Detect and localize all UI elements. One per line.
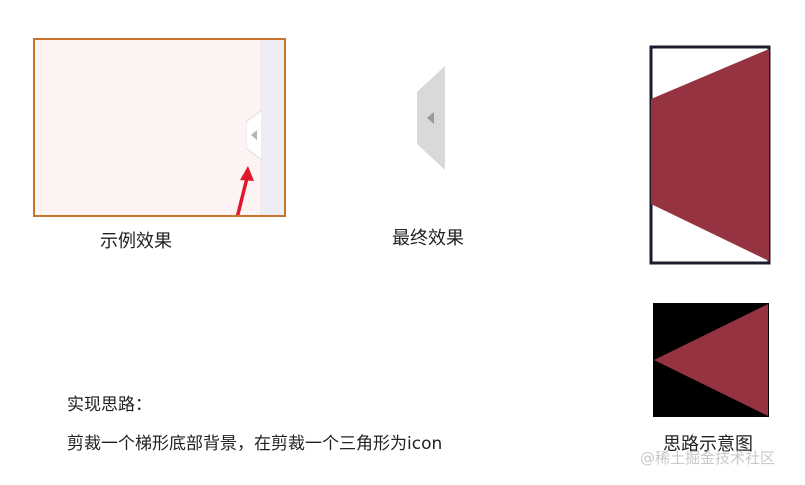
diagram-trapezoid-clip: [649, 45, 771, 265]
final-triangle-icon: [427, 112, 434, 124]
diagram-triangle-clip: [653, 303, 769, 417]
watermark: @稀土掘金技术社区: [640, 449, 776, 467]
example-effect-preview: [33, 38, 286, 217]
final-caption: 最终效果: [392, 228, 464, 249]
example-pointer-arrow-icon: [235, 166, 254, 215]
example-caption: 示例效果: [100, 231, 172, 252]
example-side-strip: [260, 40, 284, 215]
final-trapezoid-handle: [417, 66, 445, 170]
description-body: 剪裁一个梯形底部背景，在剪裁一个三角形为icon: [67, 434, 443, 454]
example-trapezoid-handle: [246, 110, 262, 160]
diagram-caption: 思路示意图: [663, 434, 753, 455]
description-title: 实现思路：: [67, 395, 152, 415]
